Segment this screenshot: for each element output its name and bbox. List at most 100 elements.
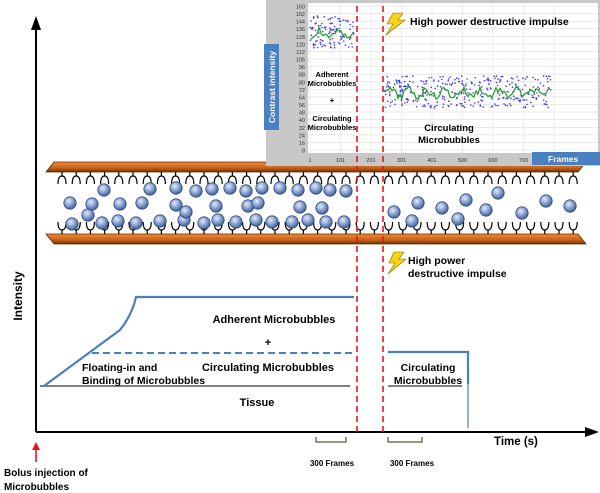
bolus-injection-marker: Bolus injection of Microbubbles <box>4 442 89 493</box>
inset-data-point <box>317 24 320 27</box>
inset-data-point <box>510 97 512 100</box>
inset-data-point <box>331 22 334 25</box>
inset-data-point <box>321 30 324 33</box>
inset-data-point <box>451 82 454 84</box>
inset-data-point <box>462 92 465 94</box>
inset-data-point <box>451 91 454 93</box>
inset-data-point <box>517 86 519 88</box>
inset-y-tick: 80 <box>299 80 305 86</box>
inset-data-point <box>481 86 483 88</box>
inset-y-tick: 32 <box>299 126 305 132</box>
inset-data-point <box>464 101 466 103</box>
inset-right-line1: Circulating <box>424 123 474 134</box>
inset-data-point <box>333 44 336 46</box>
inset-data-point <box>321 45 323 48</box>
inset-data-point <box>461 80 464 82</box>
inset-data-point <box>481 99 484 102</box>
inset-data-point <box>517 97 519 99</box>
inset-data-point <box>534 78 537 81</box>
receptor <box>256 172 266 185</box>
inset-data-point <box>505 85 507 87</box>
inset-data-point <box>486 79 488 81</box>
inset-data-point <box>446 83 448 85</box>
receptor <box>327 172 337 185</box>
bolus-label-line1: Bolus injection of <box>4 468 89 479</box>
inset-data-point <box>401 89 404 92</box>
receptor <box>540 221 550 234</box>
receptor <box>213 172 223 185</box>
inset-data-point <box>424 80 427 83</box>
inset-circ-line2: Microbubbles <box>308 123 357 132</box>
inset-data-point <box>327 18 330 21</box>
inset-data-point <box>538 88 541 90</box>
microbubble <box>153 214 167 228</box>
inset-data-point <box>450 83 453 86</box>
inset-data-point <box>423 83 426 85</box>
receptor <box>497 172 507 185</box>
microbubble <box>515 206 529 220</box>
inset-data-point <box>323 26 326 29</box>
receptor <box>242 221 252 234</box>
inset-data-point <box>337 18 339 20</box>
inset-data-point <box>387 85 390 87</box>
inset-data-point <box>393 83 396 85</box>
inset-y-tick: 105 <box>296 58 305 64</box>
inset-data-point <box>549 88 552 91</box>
microbubble <box>205 182 219 196</box>
inset-data-point <box>526 76 528 78</box>
inset-data-point <box>386 75 389 78</box>
inset-data-point <box>472 105 475 107</box>
receptor <box>142 221 152 234</box>
inset-x-tick: 401 <box>427 158 436 164</box>
inset-y-tick: 96 <box>299 65 305 71</box>
inset-data-point <box>321 22 323 25</box>
inset-data-point <box>407 83 409 86</box>
inset-data-point <box>412 81 414 83</box>
inset-data-point <box>512 95 515 98</box>
receptor <box>426 172 436 185</box>
inset-data-point <box>404 102 406 104</box>
inset-data-point <box>352 25 354 28</box>
inset-data-point <box>344 44 347 47</box>
inset-data-point <box>329 27 331 29</box>
receptor <box>71 172 81 185</box>
inset-y-tick: 128 <box>296 35 305 41</box>
inset-data-point <box>388 94 391 97</box>
inset-data-point <box>464 85 467 87</box>
inset-data-point <box>477 101 480 103</box>
inset-data-point <box>427 102 430 105</box>
microbubble <box>81 208 95 222</box>
microbubble <box>337 215 351 229</box>
inset-data-point <box>328 42 331 44</box>
inset-adherent-line2: Microbubbles <box>308 79 357 88</box>
receptor <box>384 172 394 185</box>
inset-data-point <box>319 24 322 27</box>
inset-data-point <box>506 105 509 107</box>
inset-data-point <box>384 106 387 109</box>
inset-data-point <box>387 100 389 102</box>
inset-data-point <box>473 102 476 104</box>
inset-data-point <box>531 96 534 99</box>
receptor <box>455 221 465 234</box>
receptor <box>199 172 209 185</box>
inset-data-point <box>443 96 446 98</box>
inset-data-point <box>329 17 331 20</box>
inset-data-point <box>424 105 427 108</box>
receptor <box>85 172 95 185</box>
inset-data-point <box>473 84 476 86</box>
inset-data-point <box>331 16 334 19</box>
receptor <box>142 172 152 185</box>
inset-data-point <box>487 79 490 82</box>
microbubble <box>411 196 425 210</box>
inset-data-point <box>412 99 415 102</box>
inset-data-point <box>399 86 401 89</box>
inset-data-point <box>406 101 409 103</box>
inset-data-point <box>524 105 527 108</box>
inset-data-point <box>462 105 465 107</box>
bolus-arrow-head <box>32 442 40 450</box>
inset-data-point <box>344 19 347 22</box>
y-axis-arrowhead <box>31 16 41 30</box>
inset-y-tick: 144 <box>296 20 305 26</box>
inset-data-point <box>329 43 332 45</box>
inset-y-tick: 152 <box>296 12 305 18</box>
